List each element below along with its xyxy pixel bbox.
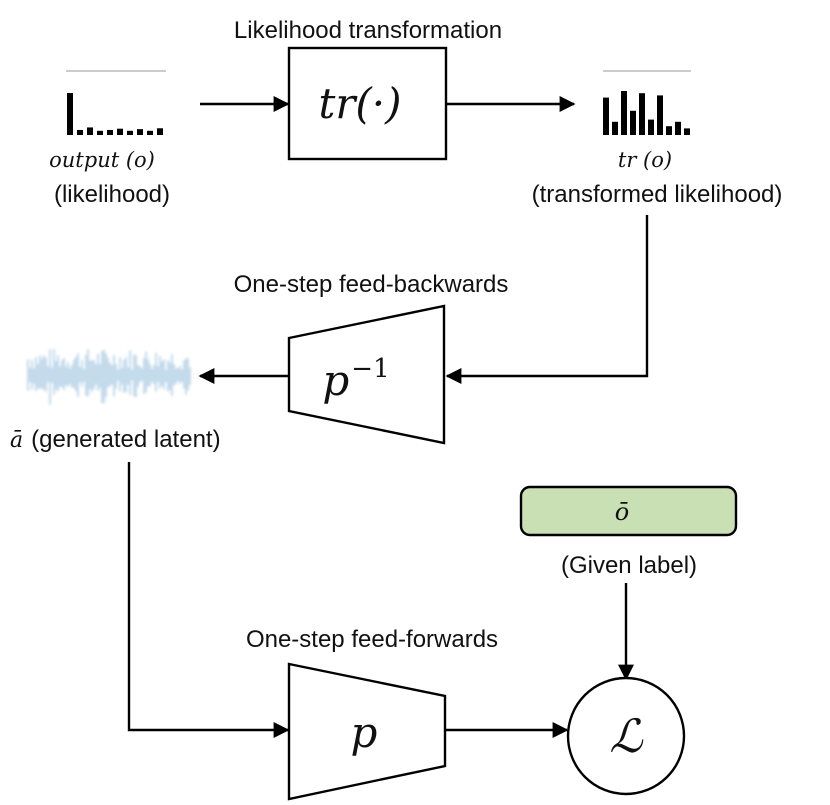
histogram-bar (67, 93, 73, 135)
forward-module-label: p (351, 708, 378, 757)
histogram-bar (621, 91, 627, 135)
transformed-histogram (603, 91, 690, 135)
histogram-bar (666, 126, 672, 135)
histogram-bar (117, 128, 123, 135)
forward-module (287, 662, 447, 801)
histogram-bar (657, 95, 663, 135)
likelihood-histogram (67, 93, 163, 135)
tr-output-caption: (transformed likelihood) (532, 181, 783, 208)
histogram-bar (137, 129, 143, 135)
histogram-bar (684, 128, 690, 135)
label-caption: (Given label) (561, 552, 697, 579)
inverse-module-label: p−1 (322, 354, 389, 405)
histogram-bar (630, 110, 636, 135)
histogram-bar (77, 129, 83, 135)
tr-box-label: tr(·) (318, 79, 401, 128)
histogram-bar (107, 129, 113, 135)
histogram-bar (675, 121, 681, 135)
histogram-bar (157, 128, 163, 135)
output-math-label: output (o) (49, 148, 155, 172)
histogram-bar (648, 119, 654, 135)
backward-title: One-step feed-backwards (234, 271, 509, 298)
inverse-module (287, 304, 446, 445)
forward-title: One-step feed-forwards (246, 626, 498, 653)
latent-noise-signal (27, 348, 191, 405)
loss-node (566, 676, 686, 796)
histogram-bar (603, 97, 609, 135)
latent-caption: (generated latent) (31, 426, 220, 453)
label-box-symbol: ō (615, 498, 629, 526)
histogram-bar (97, 130, 103, 135)
arrow-transformed-to-inverse (445, 215, 649, 384)
latent-symbol: ā (10, 428, 23, 453)
label-box (519, 485, 738, 537)
top-title: Likelihood transformation (234, 17, 502, 44)
inverse-symbol: p (322, 356, 349, 405)
histogram-bar (87, 127, 93, 135)
tr-output-math-label: tr (o) (618, 148, 672, 172)
tr-box (287, 46, 448, 161)
histogram-bar (127, 130, 133, 135)
histogram-bar (612, 121, 618, 135)
arrow-latent-to-forward (127, 462, 290, 738)
output-caption: (likelihood) (54, 181, 170, 208)
histogram-bar (639, 93, 645, 135)
histogram-bar (147, 130, 153, 135)
inverse-exponent: −1 (351, 354, 389, 384)
latent-label: ā (generated latent) (10, 426, 221, 453)
loss-symbol: ℒ (609, 709, 643, 763)
